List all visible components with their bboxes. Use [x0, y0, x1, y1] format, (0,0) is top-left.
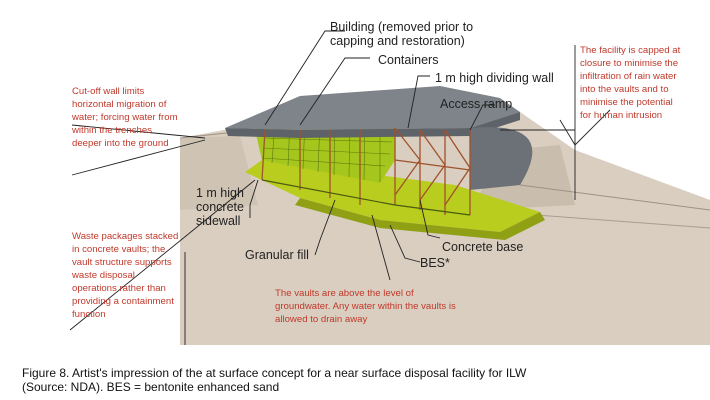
building-roof	[225, 86, 520, 130]
label-sidewall: 1 m high concrete sidewall	[196, 186, 244, 228]
label-granular-fill: Granular fill	[245, 248, 309, 262]
ground-left-slope	[180, 136, 258, 210]
annotation-cutoff-wall: Cut-off wall limits horizontal migration…	[72, 86, 178, 149]
building-end-wall	[470, 127, 533, 190]
caption-line-2: (Source: NDA). BES = bentonite enhanced …	[22, 380, 280, 394]
label-building: Building (removed prior to capping and r…	[330, 20, 474, 48]
label-concrete-base: Concrete base	[442, 240, 524, 254]
label-dividing-wall: 1 m high dividing wall	[435, 71, 554, 85]
steel-frame	[261, 127, 471, 215]
figure-caption: Figure 8. Artist's impression of the at …	[22, 366, 692, 394]
annotation-groundwater: The vaults are above the level of ground…	[275, 288, 456, 325]
caption-line-1: Figure 8. Artist's impression of the at …	[22, 366, 527, 380]
annotation-waste-packages: Waste packages stacked in concrete vault…	[72, 231, 179, 320]
label-access-ramp: Access ramp	[440, 97, 513, 111]
leader-lines	[69, 30, 611, 345]
annotation-capping: The facility is capped at closure to min…	[580, 45, 681, 121]
bes-layer	[295, 198, 545, 240]
dividing-wall	[261, 179, 471, 216]
label-bes: BES*	[420, 256, 450, 270]
label-containers: Containers	[378, 53, 439, 67]
